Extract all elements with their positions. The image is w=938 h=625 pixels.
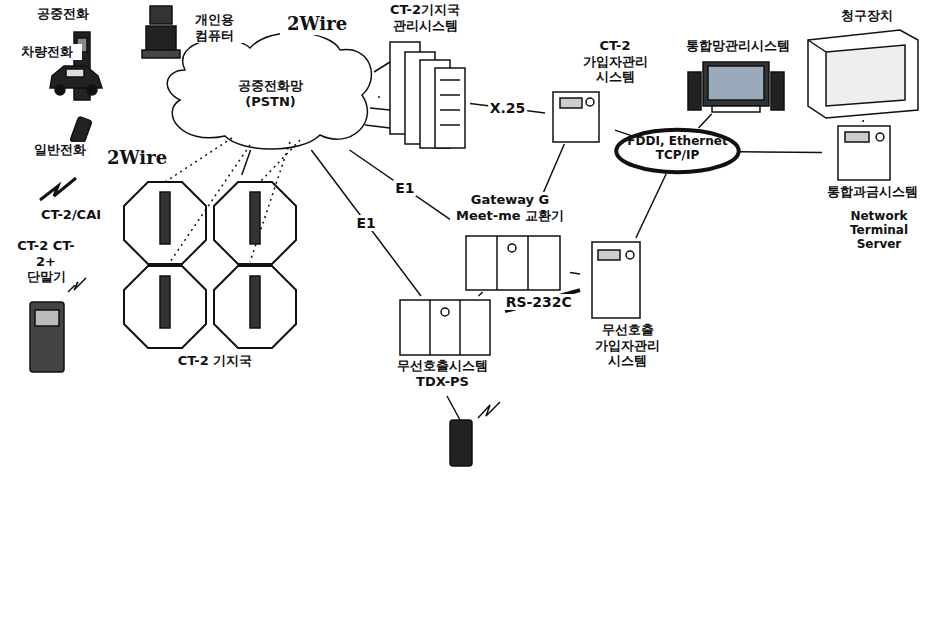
node-label: 청구장치 [827, 8, 907, 24]
connector [699, 114, 712, 128]
node-label: 통합망관리시스템 [683, 38, 793, 54]
node-label: CT-2 기지국 [155, 353, 275, 369]
wire-label: Network Terminal Server [832, 210, 926, 251]
node-label: 공중전화 [25, 6, 100, 22]
edge-label: X.25 [488, 100, 528, 116]
node-label: 차량전화 [12, 44, 82, 60]
system-box: 무선호출 가입자관리 시스템 [580, 238, 675, 374]
connector [311, 150, 421, 296]
connector [478, 292, 482, 296]
node-label: 개인용 컴퓨터 [184, 12, 244, 43]
node-label: CT-2 가입자관리 시스템 [580, 38, 650, 85]
radio-bolt [40, 178, 76, 200]
connector [242, 150, 251, 175]
terminal-icon: 차량전화 [12, 44, 107, 96]
system-box: CT-2 가입자관리 시스템 [545, 38, 650, 144]
cell-group: CT-2 기지국 [115, 175, 315, 375]
node-label: FDDI, Ethernet TCP/IP [623, 134, 732, 163]
terminal-icon: 개인용 컴퓨터 [142, 2, 252, 60]
server-icon [838, 126, 890, 180]
edge-label: E1 [354, 215, 377, 231]
workstation-icon [688, 62, 784, 112]
rack-icons [390, 42, 465, 148]
terminal-icon: 일반전화 [25, 112, 105, 164]
pager-icon [447, 396, 500, 466]
connector [740, 151, 822, 153]
node-label: CT-2기지국 관리시스템 [380, 2, 470, 33]
network-ellipse: FDDI, Ethernet TCP/IP [615, 128, 740, 174]
connector [544, 144, 565, 192]
system-box: 통합망관리시스템 [683, 38, 793, 114]
system-box: Gateway G Meet-me 교환기 [450, 192, 570, 292]
printer-icon [808, 30, 918, 118]
switch-icon [400, 300, 490, 355]
server-icon [592, 242, 640, 318]
edge-label: RS-232C [504, 294, 574, 310]
node-label: 무선호출시스템 TDX-PS [380, 358, 505, 389]
node-label: 공중전화망 (PSTN) [223, 78, 318, 109]
network-cloud: 공중전화망 (PSTN) [163, 42, 378, 150]
handset-icon [30, 278, 86, 372]
node-label: Gateway G Meet-me 교환기 [450, 192, 570, 223]
wire-label: CT-2/CAI [24, 208, 118, 223]
node-label: 무선호출 가입자관리 시스템 [580, 322, 675, 369]
cell-octagons [124, 182, 296, 348]
terminal-icon: CT-2 CT-2+ 단말기 [16, 238, 88, 378]
pstn-cloud [167, 33, 371, 149]
wire-label: 2Wire [280, 14, 354, 35]
connector [570, 272, 580, 274]
car-phone-icon [50, 66, 102, 95]
system-box: 무선호출시스템 TDX-PS [380, 296, 505, 394]
node-label: 일반전화 [25, 142, 95, 158]
system-box: 통합과금시스템 [822, 122, 922, 204]
node-label: CT-2 CT-2+ 단말기 [16, 238, 76, 285]
system-box: CT-2기지국 관리시스템 [380, 0, 470, 152]
connector [862, 120, 864, 122]
connector [636, 174, 666, 238]
system-box: 청구장치 [802, 8, 924, 120]
wire-label: 2Wire [100, 148, 174, 169]
connector [350, 150, 450, 219]
node-label: 통합과금시스템 [822, 184, 922, 200]
base-station-icon [160, 192, 260, 328]
edge-label: E1 [393, 180, 416, 196]
pc-icon [142, 6, 180, 58]
switch-icon [466, 236, 560, 290]
server-icon [553, 92, 599, 142]
wire [165, 62, 390, 262]
connector [378, 96, 380, 98]
